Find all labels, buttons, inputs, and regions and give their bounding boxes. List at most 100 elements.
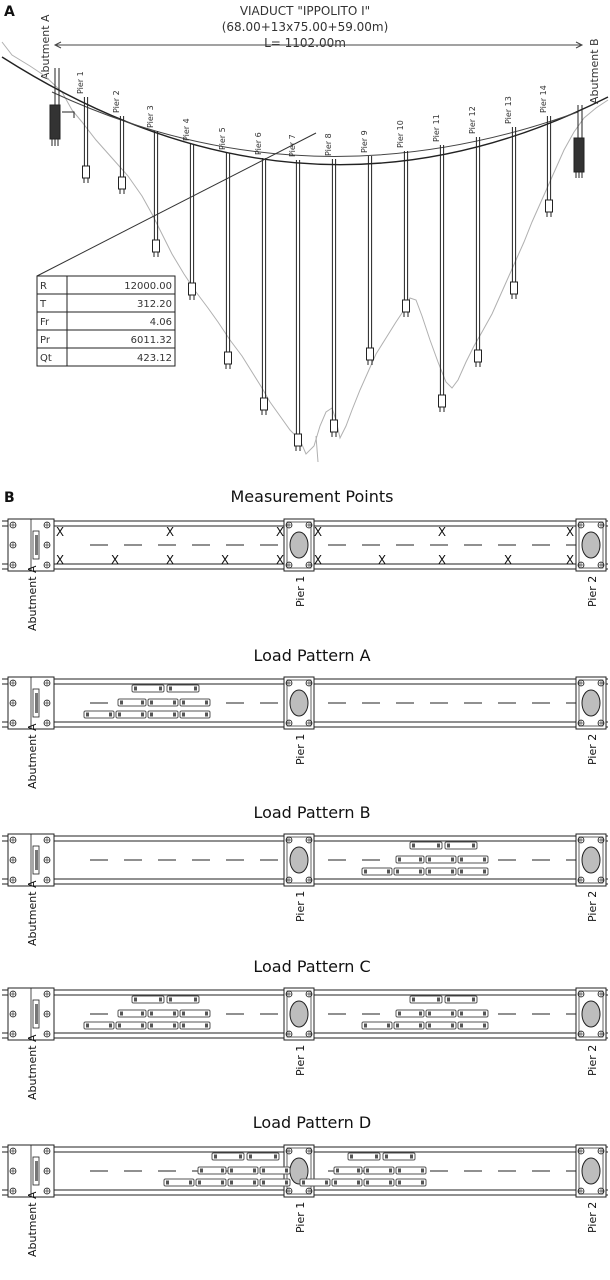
pier-2-label: Pier 2 (586, 1202, 599, 1233)
pier-2-support (575, 676, 607, 730)
pier-7: Pier 7 (288, 134, 302, 451)
vehicle-axle (419, 1023, 422, 1028)
vehicle-axle (357, 1168, 360, 1173)
panel-title: Load Pattern D (253, 1113, 371, 1132)
vehicle (115, 710, 147, 719)
vehicle (147, 1021, 179, 1030)
vehicle-axle (182, 700, 185, 705)
abutment-a-label: Abutment A (26, 1191, 39, 1257)
viaduct-title: VIADUCT "IPPOLITO I" (240, 4, 370, 18)
vehicle (166, 684, 200, 693)
pier-label: Pier 13 (504, 96, 513, 124)
vehicle-axle (451, 857, 454, 862)
vehicle-body (131, 684, 165, 693)
vehicle (361, 1021, 393, 1030)
panel-title: Measurement Points (231, 487, 394, 506)
vehicle (393, 867, 425, 876)
vehicle-axle (214, 1154, 217, 1159)
measurement-point: X (566, 553, 574, 567)
vehicle-body (457, 1021, 489, 1030)
vehicle-body (425, 867, 457, 876)
vehicle-axle (262, 1180, 265, 1185)
vehicle-body (347, 1152, 381, 1161)
vehicle-axle (398, 1168, 401, 1173)
abutment-bearing-core (35, 693, 38, 713)
vehicle-axle (205, 1023, 208, 1028)
vehicle-group (361, 841, 489, 876)
vehicle-axle (460, 857, 463, 862)
vehicle (195, 1178, 227, 1187)
vehicle-axle (109, 712, 112, 717)
vehicle-axle (412, 843, 415, 848)
vehicle-axle (366, 1180, 369, 1185)
vehicle-axle (134, 686, 137, 691)
vehicle-body (444, 841, 478, 850)
vehicle-body (227, 1166, 259, 1175)
pier-9: Pier 9 (360, 130, 374, 365)
pier-foundation (366, 347, 374, 361)
support-inner (286, 836, 312, 884)
pier-12: Pier 12 (468, 106, 482, 367)
measurement-point: X (221, 553, 229, 567)
vehicle-body (179, 698, 211, 707)
viaduct-length: L= 1102.00m (264, 36, 346, 50)
bearing (581, 846, 601, 874)
vehicle-axle (150, 712, 153, 717)
vehicle-axle (169, 997, 172, 1002)
vehicle (179, 698, 211, 707)
vehicle (179, 1021, 211, 1030)
vehicle (361, 867, 393, 876)
vehicle (347, 1152, 381, 1161)
vehicle-body (246, 1152, 280, 1161)
pier-2-label: Pier 2 (586, 576, 599, 607)
abutment-a-support (7, 1144, 55, 1198)
pier-label: Pier 6 (254, 132, 263, 155)
vehicle (259, 1178, 291, 1187)
abutment-a-support (7, 833, 55, 887)
pier-1-label: Pier 1 (294, 576, 307, 607)
vehicle-body (197, 1166, 227, 1175)
vehicle-group (83, 684, 211, 719)
vehicle (299, 1178, 331, 1187)
vehicle-axle (173, 712, 176, 717)
vehicle (131, 995, 165, 1004)
pier-foundation (118, 176, 126, 190)
vehicle-axle (428, 1023, 431, 1028)
vehicle-axle (159, 686, 162, 691)
pier-14: Pier 14 (539, 85, 553, 217)
vehicle-body (83, 710, 115, 719)
vehicle-body (382, 1152, 416, 1161)
pier-label: Pier 11 (432, 114, 441, 142)
vehicle (395, 1166, 427, 1175)
abutment-bearing-core (35, 1161, 38, 1181)
vehicle-body (179, 1021, 211, 1030)
bearing (581, 1000, 601, 1028)
vehicle (147, 1009, 179, 1018)
abutment-a-support (7, 518, 55, 572)
vehicle-axle (141, 1011, 144, 1016)
support-inner (578, 679, 604, 727)
vehicle-group (163, 1152, 291, 1187)
pier-1-label: Pier 1 (294, 1202, 307, 1233)
pier-1-support (283, 833, 315, 887)
vehicle-axle (437, 997, 440, 1002)
vehicle-axle (428, 1011, 431, 1016)
vehicle-axle (230, 1180, 233, 1185)
vehicle (393, 1021, 425, 1030)
pier-foundation (188, 282, 196, 296)
vehicle-axle (253, 1180, 256, 1185)
vehicle (166, 995, 200, 1004)
vehicle-axle (364, 1023, 367, 1028)
vehicle-axle (120, 1011, 123, 1016)
vehicle (147, 698, 179, 707)
vehicle-axle (334, 1180, 337, 1185)
support-inner (286, 990, 312, 1038)
vehicle-body (444, 995, 478, 1004)
panel-title: Load Pattern B (253, 803, 370, 822)
vehicle (395, 1009, 425, 1018)
vehicle-axle (451, 1023, 454, 1028)
pier-2: Pier 2 (112, 90, 126, 194)
